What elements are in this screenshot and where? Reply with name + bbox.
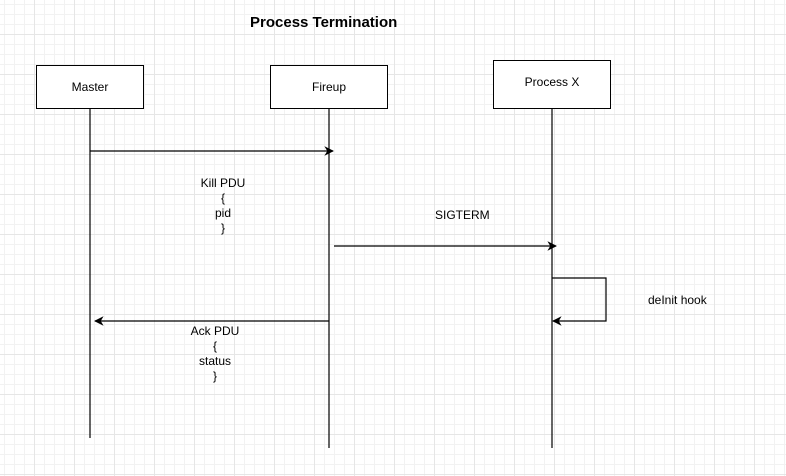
message-deinit-hook: deInit hook	[648, 293, 707, 307]
participant-fireup-label: Fireup	[311, 80, 346, 94]
ack-pdu-line-1: Ack PDU	[190, 324, 240, 338]
ack-pdu-line-3: status	[198, 354, 231, 368]
participant-fireup: Fireup	[270, 65, 388, 109]
kill-pdu-line-1: Kill PDU	[200, 176, 246, 190]
participant-processx-label: Process X	[524, 74, 580, 89]
participant-master: Master	[36, 65, 144, 109]
kill-pdu-line-4: }	[220, 221, 225, 235]
diagram-title: Process Termination	[250, 14, 398, 31]
message-ack-pdu: Ack PDU { status }	[175, 324, 255, 384]
arrow-deinit-hook	[552, 277, 607, 326]
message-kill-pdu: Kill PDU { pid }	[183, 176, 263, 236]
message-sigterm: SIGTERM	[435, 208, 490, 222]
participant-processx: Process X	[493, 60, 611, 109]
kill-pdu-line-3: pid	[214, 206, 231, 220]
participant-master-label: Master	[71, 80, 109, 94]
kill-pdu-line-2: {	[220, 191, 225, 205]
ack-pdu-line-4: }	[212, 369, 217, 383]
ack-pdu-line-2: {	[212, 339, 217, 353]
